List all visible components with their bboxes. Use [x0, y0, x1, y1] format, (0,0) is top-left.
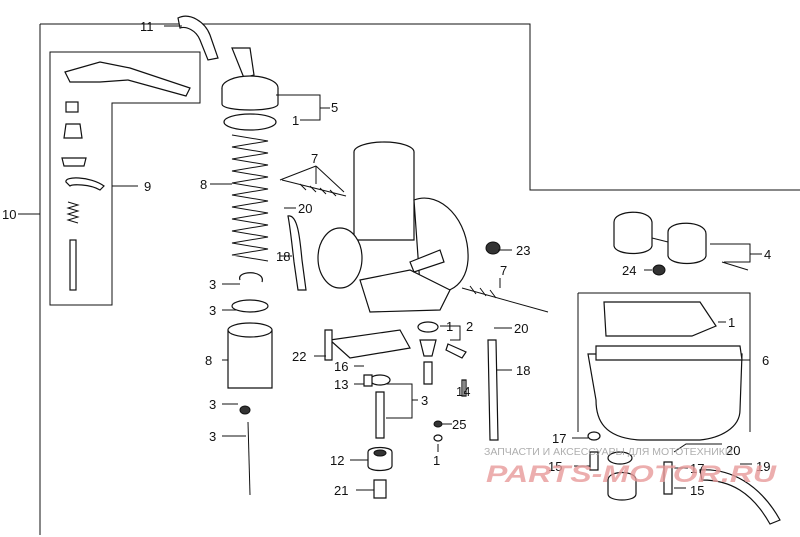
- cap-gasket-1: [223, 113, 277, 131]
- callout-23: 23: [516, 243, 530, 258]
- callout-3d: 3: [209, 397, 216, 412]
- starter-jet-21: [373, 479, 387, 499]
- vent-hose-11: [177, 15, 219, 61]
- callout-labels: 11 5 1 10 9 8 7 20 23 18 3 3 8 7 1 2 20 …: [2, 19, 771, 498]
- callout-18a: 18: [276, 249, 290, 264]
- bracket-group-9: [61, 61, 191, 291]
- drain-plug-parts: [587, 431, 673, 501]
- callout-1c: 1: [433, 453, 440, 468]
- callout-20a: 20: [298, 201, 312, 216]
- callout-3c: 3: [421, 393, 428, 408]
- callout-15b: 15: [690, 483, 704, 498]
- throttle-stop-screw-7b: [461, 285, 549, 313]
- callout-4: 4: [764, 247, 771, 262]
- watermark: ЗАПЧАСТИ И АКСЕССУАРЫ ДЛЯ МОТОТЕХНИКИ PA…: [484, 446, 777, 488]
- callout-8a: 8: [200, 177, 207, 192]
- watermark-brand: PARTS-MOTOR.RU: [486, 461, 777, 488]
- plug-23: [485, 241, 501, 255]
- callout-17a: 17: [552, 431, 566, 446]
- callout-3b: 3: [209, 303, 216, 318]
- callout-12: 12: [330, 453, 344, 468]
- callout-11: 11: [140, 19, 154, 34]
- callout-25: 25: [452, 417, 466, 432]
- choke-parts: [324, 321, 467, 385]
- callout-3a: 3: [209, 277, 216, 292]
- callout-1b: 1: [446, 319, 453, 334]
- callout-21: 21: [334, 483, 348, 498]
- pilot-screw-7a: [281, 179, 347, 197]
- assembly-boundary: [39, 23, 800, 535]
- small-screws-right: [363, 374, 467, 442]
- cable-elbow-5: [221, 47, 279, 111]
- needle-jet-holder-12: [367, 446, 393, 472]
- float-4: [613, 211, 749, 271]
- throttle-valve-8: [227, 272, 273, 389]
- callout-5: 5: [331, 100, 338, 115]
- group-frame-9: [49, 51, 201, 306]
- callout-2: 2: [466, 319, 473, 334]
- watermark-caption: ЗАПЧАСТИ И АКСЕССУАРЫ ДЛЯ МОТОТЕХНИКИ: [484, 446, 732, 458]
- float-valve-24: [652, 264, 666, 276]
- float-bowl-6: [587, 301, 743, 441]
- jet-needle-3: [239, 405, 251, 496]
- callout-17b: 17: [690, 461, 704, 476]
- callout-8b: 8: [205, 353, 212, 368]
- callout-13: 13: [334, 377, 348, 392]
- throttle-spring-8: [231, 134, 269, 262]
- callout-6: 6: [762, 353, 769, 368]
- callout-9: 9: [144, 179, 151, 194]
- callout-3e: 3: [209, 429, 216, 444]
- callout-14: 14: [456, 384, 470, 399]
- callout-1d: 1: [728, 315, 735, 330]
- leader-lines: [18, 25, 762, 491]
- drain-hose-19: [699, 469, 781, 525]
- callout-7b: 7: [500, 263, 507, 278]
- group-frame-6: [577, 292, 751, 432]
- callout-10: 10: [2, 207, 16, 222]
- callout-24: 24: [622, 263, 636, 278]
- fuel-hose-18b: [487, 339, 499, 441]
- callout-22: 22: [292, 349, 306, 364]
- callout-20c: 20: [726, 443, 740, 458]
- callout-20b: 20: [514, 321, 528, 336]
- carburetor-body: [317, 141, 469, 313]
- callout-7a: 7: [311, 151, 318, 166]
- callout-15a: 15: [548, 459, 562, 474]
- callout-1a: 1: [292, 113, 299, 128]
- callout-19: 19: [756, 459, 770, 474]
- callout-16: 16: [334, 359, 348, 374]
- fuel-hose-18a: [287, 215, 307, 291]
- callout-18b: 18: [516, 363, 530, 378]
